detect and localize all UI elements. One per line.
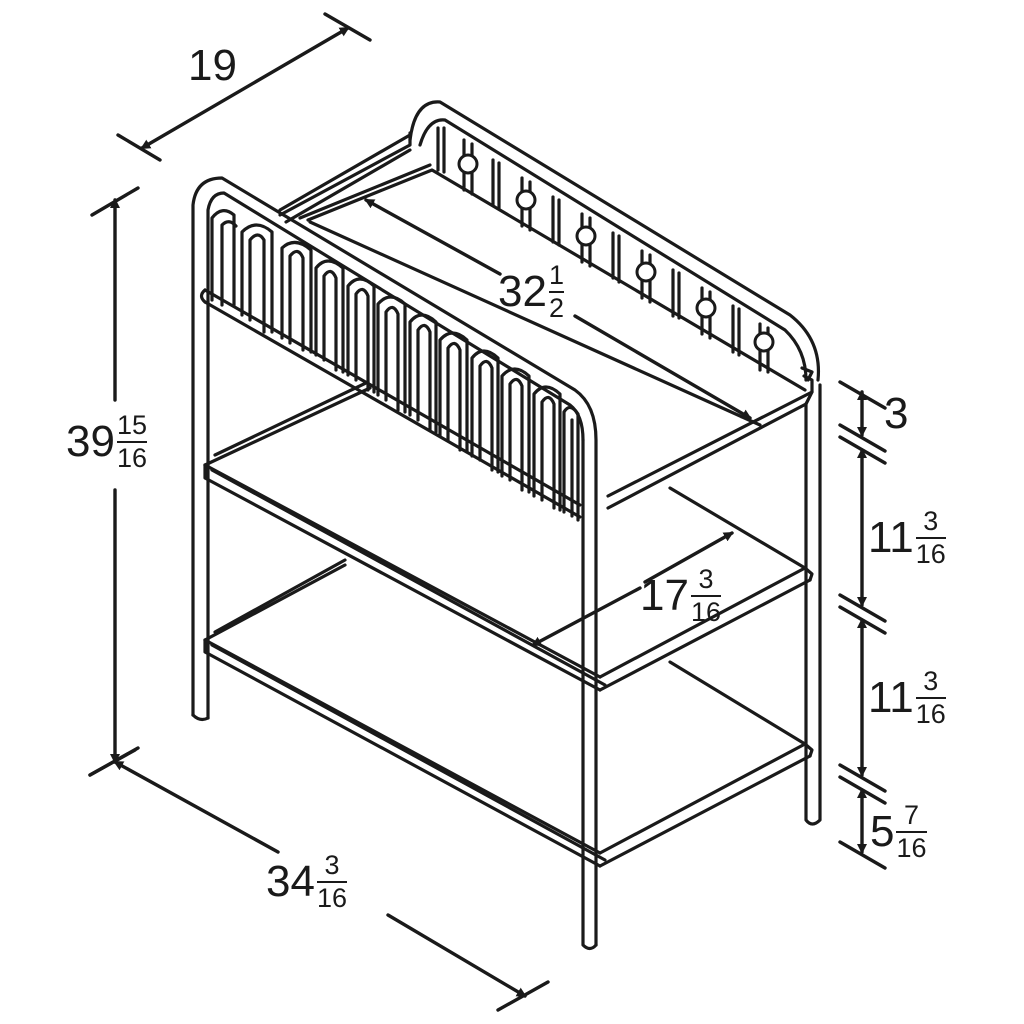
fraction-bar <box>548 291 564 293</box>
fraction-numerator: 3 <box>698 564 714 594</box>
top-tray <box>278 133 814 510</box>
bottom-shelf <box>203 558 814 868</box>
label-fraction: 7 16 <box>896 800 927 863</box>
label-whole: 17 <box>640 571 689 620</box>
label-width-total: 34 3 16 <box>266 852 347 912</box>
back-rail-balls <box>457 153 775 353</box>
middle-shelf <box>203 380 814 692</box>
dimension-shelf-depth <box>531 531 734 647</box>
dimension-right-chain <box>838 380 887 870</box>
back-rail <box>278 100 821 382</box>
back-rail-spindles <box>436 126 770 374</box>
fraction-denominator: 16 <box>896 833 927 863</box>
fraction-denominator: 16 <box>915 539 946 569</box>
fraction-numerator: 7 <box>903 800 920 830</box>
fraction-bar <box>690 595 721 597</box>
label-shelf-depth: 17 3 16 <box>640 566 721 626</box>
fraction-numerator: 15 <box>116 410 147 440</box>
label-height-total: 39 15 16 <box>66 412 147 472</box>
fraction-numerator: 3 <box>923 666 939 696</box>
label-whole: 19 <box>188 41 237 90</box>
fraction-bar <box>915 697 946 699</box>
label-fraction: 3 16 <box>690 564 721 627</box>
label-fraction: 3 16 <box>915 666 946 729</box>
fraction-denominator: 16 <box>690 597 721 627</box>
front-end-arches <box>210 209 580 522</box>
label-fraction: 3 16 <box>915 506 946 569</box>
fraction-denominator: 16 <box>116 443 147 473</box>
fraction-numerator: 3 <box>324 850 340 880</box>
label-depth-top: 19 <box>188 44 237 88</box>
dimension-pad-length <box>364 198 752 420</box>
fraction-denominator: 2 <box>548 293 564 323</box>
fraction-denominator: 16 <box>915 699 946 729</box>
label-shelf-gap-upper: 11 3 16 <box>868 508 946 568</box>
label-fraction: 15 16 <box>116 410 147 473</box>
label-whole: 5 <box>870 807 895 856</box>
label-pad-length: 32 1 2 <box>498 262 564 322</box>
label-whole: 11 <box>868 513 914 562</box>
fraction-bar <box>896 831 927 833</box>
label-whole: 34 <box>266 857 315 906</box>
fraction-bar <box>915 537 946 539</box>
dimension-depth-top <box>116 12 372 162</box>
fraction-numerator: 1 <box>548 260 564 290</box>
fraction-bar <box>316 881 347 883</box>
label-shelf-gap-lower: 11 3 16 <box>868 668 946 728</box>
fraction-numerator: 3 <box>923 506 939 536</box>
fraction-bar <box>116 441 147 443</box>
label-fraction: 1 2 <box>548 260 564 323</box>
label-whole: 3 <box>884 389 909 438</box>
back-right-post <box>804 383 822 826</box>
dimension-height-total <box>88 186 140 777</box>
fraction-denominator: 16 <box>316 883 347 913</box>
label-fraction: 3 16 <box>316 850 347 913</box>
label-floor-clearance: 5 7 16 <box>870 802 927 862</box>
dimension-width-total <box>88 748 550 1012</box>
label-rail-height: 3 <box>884 392 908 436</box>
label-whole: 11 <box>868 673 914 722</box>
label-whole: 32 <box>498 267 547 316</box>
front-end-rail <box>191 176 598 951</box>
label-whole: 39 <box>66 417 115 466</box>
